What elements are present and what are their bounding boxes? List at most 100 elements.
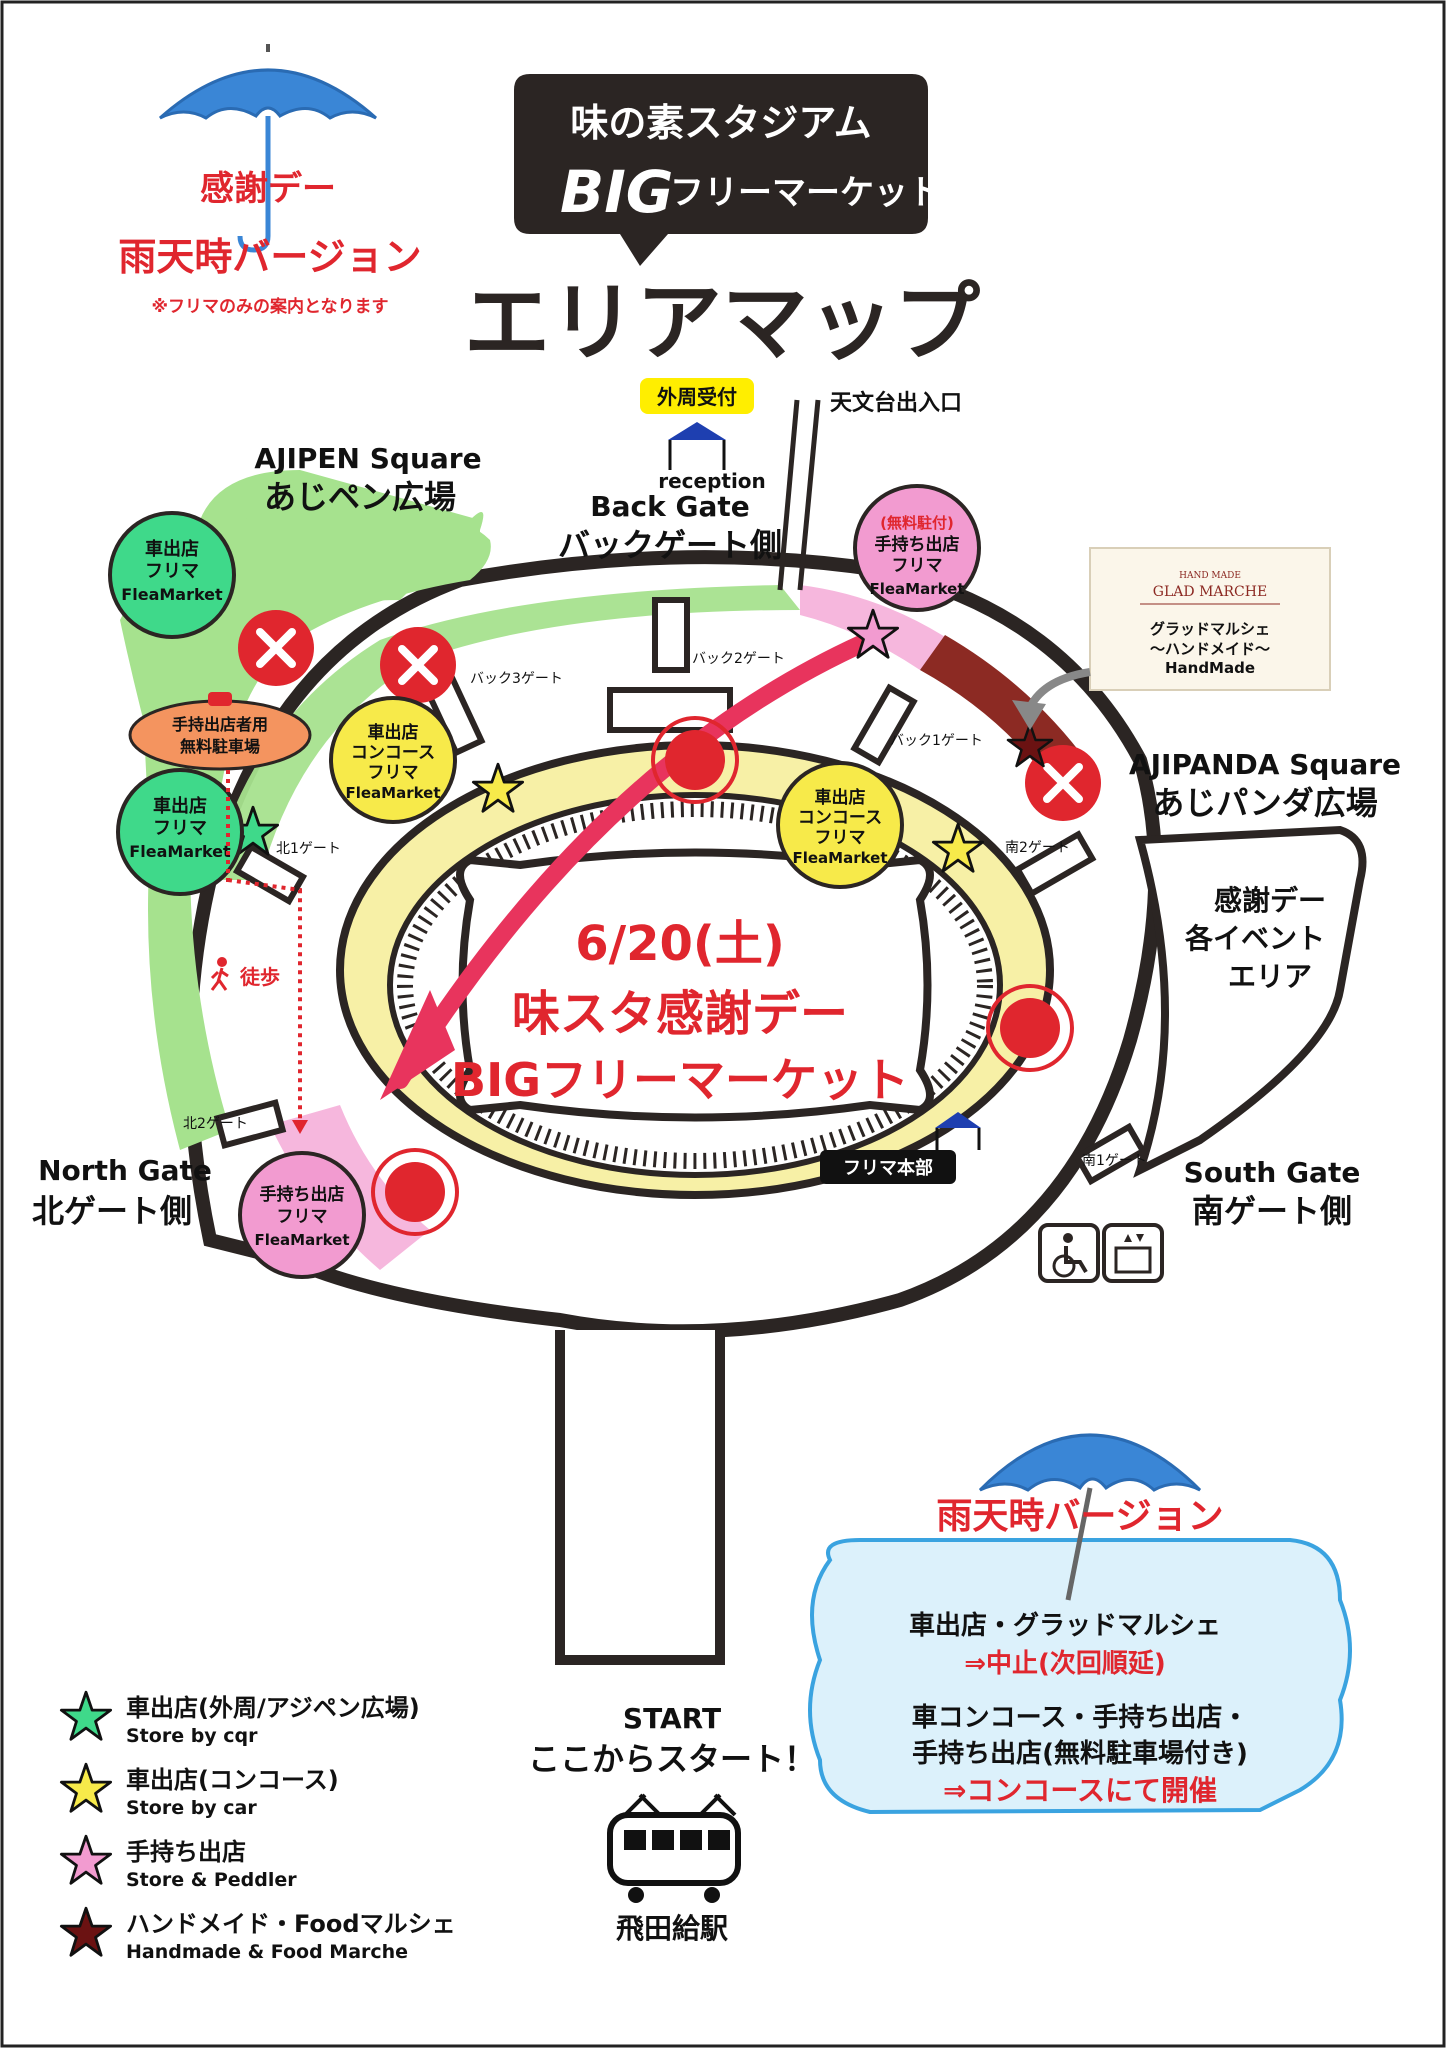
legend-en: Store & Peddler — [126, 1869, 297, 1891]
south-gate-jp: 南ゲート側 — [1192, 1192, 1352, 1230]
car-icon — [208, 692, 232, 706]
bubble-label: (無料駐付) — [880, 514, 954, 532]
walk-path — [226, 770, 302, 1125]
rain-badge-line1: 感謝デー — [200, 169, 336, 209]
start-en: START — [623, 1702, 721, 1735]
back-gate-jp: バックゲート側 — [558, 526, 782, 564]
center-line3: BIGフリーマーケット — [451, 1053, 909, 1107]
legend-item: 手持ち出店 Store & Peddler — [59, 1834, 297, 1891]
pitch — [456, 848, 934, 1122]
bubble-car-outer-north: 車出店 フリマ FleaMarket — [116, 768, 244, 896]
north-gate-jp: 北ゲート側 — [32, 1192, 192, 1230]
back-gate-en: Back Gate — [590, 490, 749, 523]
ajipen-jp: あじペン広場 — [264, 478, 456, 516]
tent-icon — [668, 422, 726, 470]
gate-label-back3: バック3ゲート — [470, 671, 563, 687]
gate-label-back2: バック2ゲート — [692, 651, 785, 667]
bubble-label: 車出店 — [145, 538, 199, 560]
bubble-label: 車出店 — [368, 722, 419, 743]
rain-notice-line2: ⇒中止(次回順延) — [964, 1649, 1166, 1679]
rain-notice-line1: 車出店・グラッドマルシェ — [909, 1611, 1221, 1641]
glad-marche-card: HAND MADE GLAD MARCHE グラッドマルシェ ～ハンドメイド～ … — [1012, 547, 1331, 730]
rain-notice-line5: ⇒コンコースにて開催 — [943, 1774, 1217, 1807]
event-area — [1133, 825, 1367, 1178]
rain-badge-line2: 雨天時バージョン — [118, 235, 421, 279]
event-name: フリーマーケット — [670, 173, 942, 213]
entry-walkway — [555, 1330, 725, 1665]
bubble-label: FleaMarket — [121, 585, 223, 604]
star-icon — [59, 1762, 113, 1813]
legend-item: 車出店(コンコース)Store by car — [59, 1762, 339, 1819]
ajipanda-jp: あじパンダ広場 — [1152, 784, 1378, 822]
stadium-name: 味の素スタジアム — [570, 101, 871, 145]
free-parking: 手持出店者用 無料駐車場 — [128, 692, 312, 1134]
train-icon — [607, 1793, 741, 1903]
rain-notice: 雨天時バージョン 車出店・グラッドマルシェ ⇒中止(次回順延) 車コンコース・手… — [808, 1433, 1352, 1815]
bubble-hand-north: 手持ち出店 フリマ FleaMarket — [238, 1151, 366, 1279]
bubble-hand-back: (無料駐付) 手持ち出店 フリマ FleaMarket — [853, 484, 981, 612]
walk-label: 徒歩 — [210, 957, 280, 991]
spot-north — [385, 1162, 445, 1222]
spot-south-ring — [986, 984, 1074, 1072]
rain-notice-line4: 手持ち出店(無料駐車場付き) — [912, 1739, 1248, 1769]
glad-jp1: グラッドマルシェ — [1150, 620, 1270, 638]
north-gate-en: North Gate — [38, 1154, 212, 1187]
rain-notice-title: 雨天時バージョン — [936, 1496, 1223, 1537]
elevator-icon — [1102, 1223, 1164, 1283]
bubble-label: コンコース — [798, 808, 882, 828]
tenmondai-label: 天文台出入口 — [830, 390, 962, 416]
legend-en: Store by car — [126, 1797, 257, 1819]
rain-notice-line3: 車コンコース・手持ち出店・ — [912, 1703, 1249, 1733]
x-icon — [380, 627, 456, 703]
walk-text: 徒歩 — [239, 965, 280, 989]
bubble-label: FleaMarket — [129, 842, 231, 861]
hq-label: フリマ本部 — [843, 1157, 933, 1179]
cloud-shape — [808, 1538, 1352, 1815]
header: 味の素スタジアム BIG フリーマーケット エリアマップ — [464, 74, 980, 373]
center-date: 6/20(土) — [575, 916, 785, 972]
bubble-label: FleaMarket — [254, 1231, 349, 1249]
rain-badge: 感謝デー 雨天時バージョン ※フリマのみの案内となります — [118, 44, 422, 317]
tent-icon — [935, 1112, 981, 1150]
start-jp: ここからスタート！ — [528, 1740, 816, 1778]
reception-label: reception — [658, 469, 766, 493]
event-area-line1: 感謝デー — [1214, 884, 1326, 917]
green-ring-segment — [210, 585, 800, 880]
x-icon — [238, 610, 314, 686]
reception: 外周受付 reception — [640, 378, 766, 493]
event-area-line2: 各イベント — [1184, 922, 1325, 955]
star-icon — [59, 1834, 113, 1885]
glad-jp2: ～ハンドメイド～ — [1150, 640, 1270, 658]
bubble-label: FleaMarket — [869, 580, 964, 598]
center-line2: 味スタ感謝デー — [512, 986, 848, 1042]
umbrella-icon — [159, 44, 377, 253]
bubble-label: FleaMarket — [792, 849, 887, 867]
glad-name: GLAD MARCHE — [1153, 584, 1267, 600]
bubble-label: フリマ — [153, 818, 207, 839]
parking-label: 無料駐車場 — [180, 737, 260, 756]
legend-jp: 車出店(外周/アジペン広場) — [126, 1694, 420, 1722]
rain-spots — [371, 716, 1074, 1236]
bubble-label: コンコース — [351, 743, 435, 763]
legend-en: Store by cqr — [126, 1725, 258, 1747]
bubble-label: フリマ — [815, 828, 866, 848]
bubble-label: 車出店 — [815, 787, 866, 808]
spot-north-ring — [371, 1148, 459, 1236]
bubble-label: フリマ — [368, 763, 419, 783]
gate-south1 — [1072, 1122, 1148, 1186]
bubble-label: フリマ — [145, 561, 199, 582]
bubble-label: フリマ — [892, 556, 943, 576]
bubble-car-concourse-east: 車出店 コンコース フリマ FleaMarket — [776, 761, 904, 889]
bubble-label: 車出店 — [153, 795, 207, 817]
legend-item: 車出店(外周/アジペン広場) Store by cqr — [59, 1690, 420, 1747]
gate-label-north1: 北1ゲート — [276, 841, 341, 857]
gate-north1 — [232, 842, 308, 906]
gate-label-south2: 南2ゲート — [1005, 840, 1070, 856]
legend-jp: 手持ち出店 — [126, 1838, 246, 1866]
route-arrow — [391, 631, 879, 1089]
station-name: 飛田給駅 — [616, 1912, 728, 1945]
seats — [397, 801, 993, 1169]
